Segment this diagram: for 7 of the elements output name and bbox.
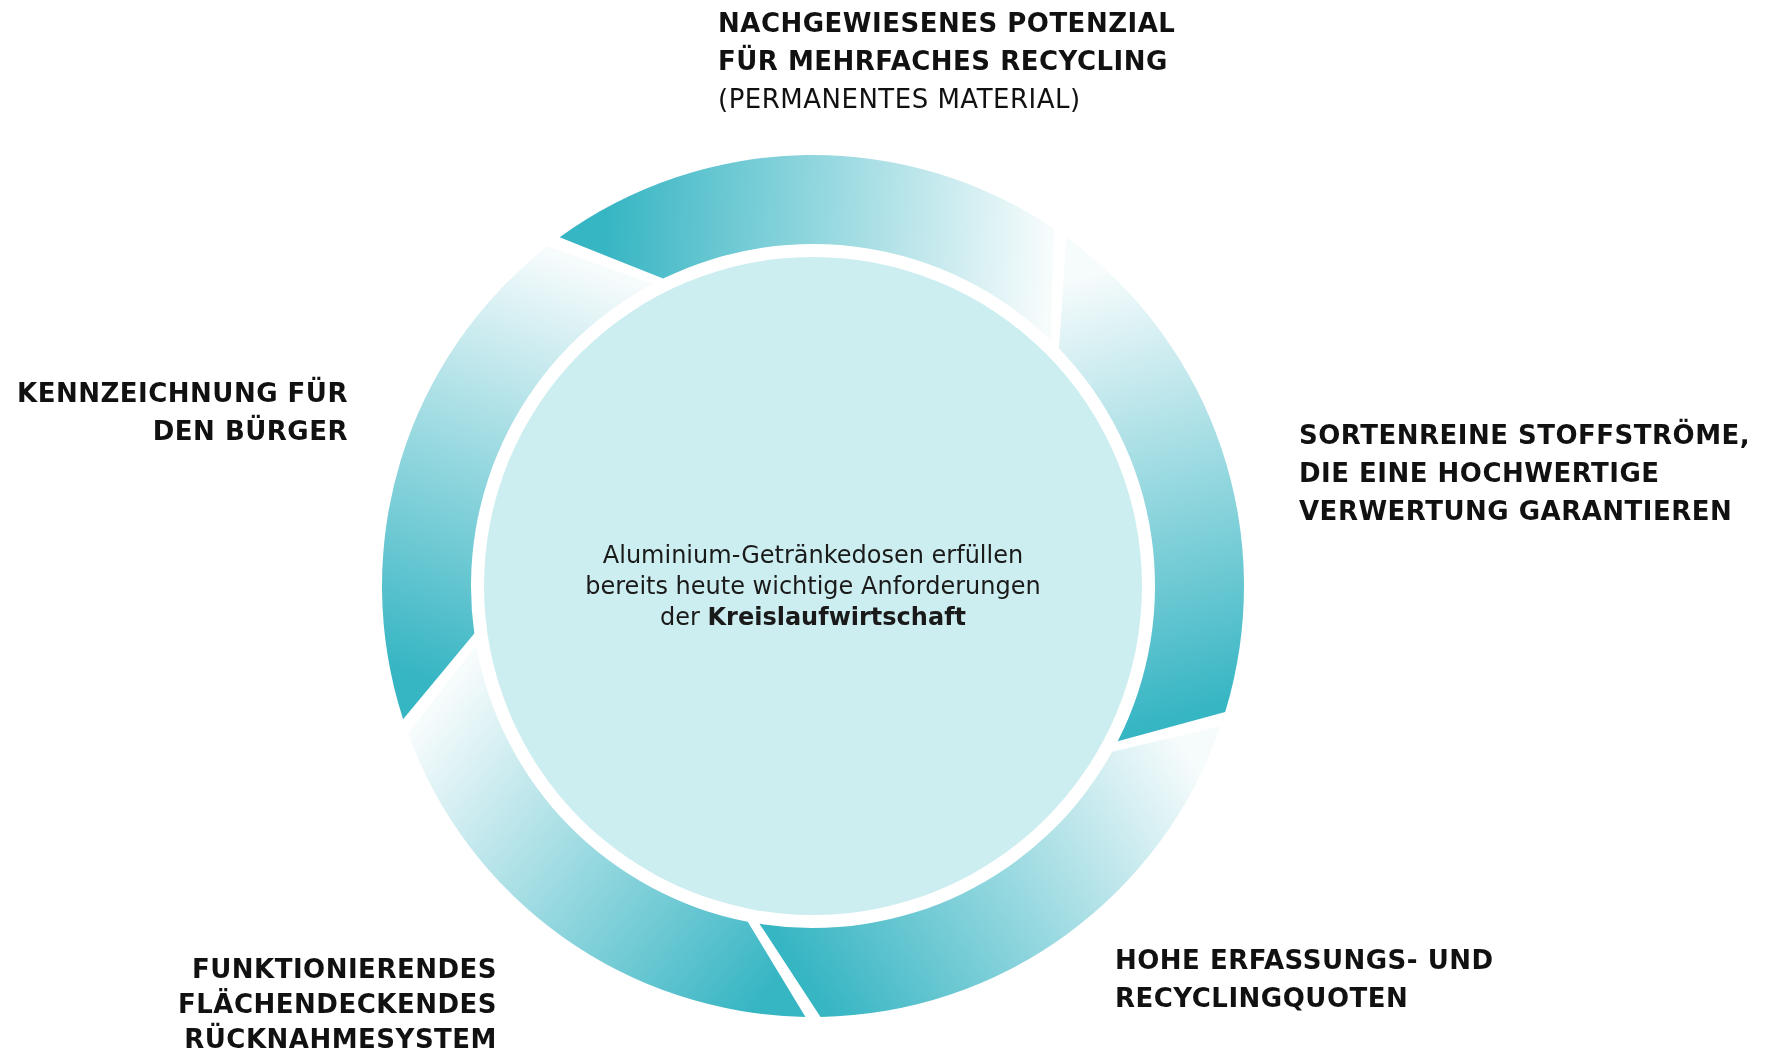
subtitle-text: (PERMANENTES MATERIAL) bbox=[718, 83, 1082, 116]
stage-label: SORTENREINE STOFFSTRÖME, DIE EINE HOCHWERTIGE VERWERTUNG GARANTIEREN bbox=[1299, 417, 1752, 528]
stage-label: NACHGEWIESENES POTENZIAL FÜR MEHRFACHES RECYCLING bbox=[718, 7, 1177, 78]
stage-label: FUNKTIONIERENDES FLÄCHENDECKENDES RÜCKNAHMESYSTEM bbox=[177, 953, 497, 1056]
stage-label: HOHE ERFASSUNGS- UND RECYCLINGQUOTEN bbox=[1115, 944, 1495, 1015]
stage-label: KENNZEICHNUNG FÜR DEN BÜRGER bbox=[16, 375, 348, 448]
center-text: Aluminium-Getränkedosen erfüllen bereits heute wichtige Anforderungen der Kreislaufwirtschaft bbox=[584, 539, 1042, 633]
